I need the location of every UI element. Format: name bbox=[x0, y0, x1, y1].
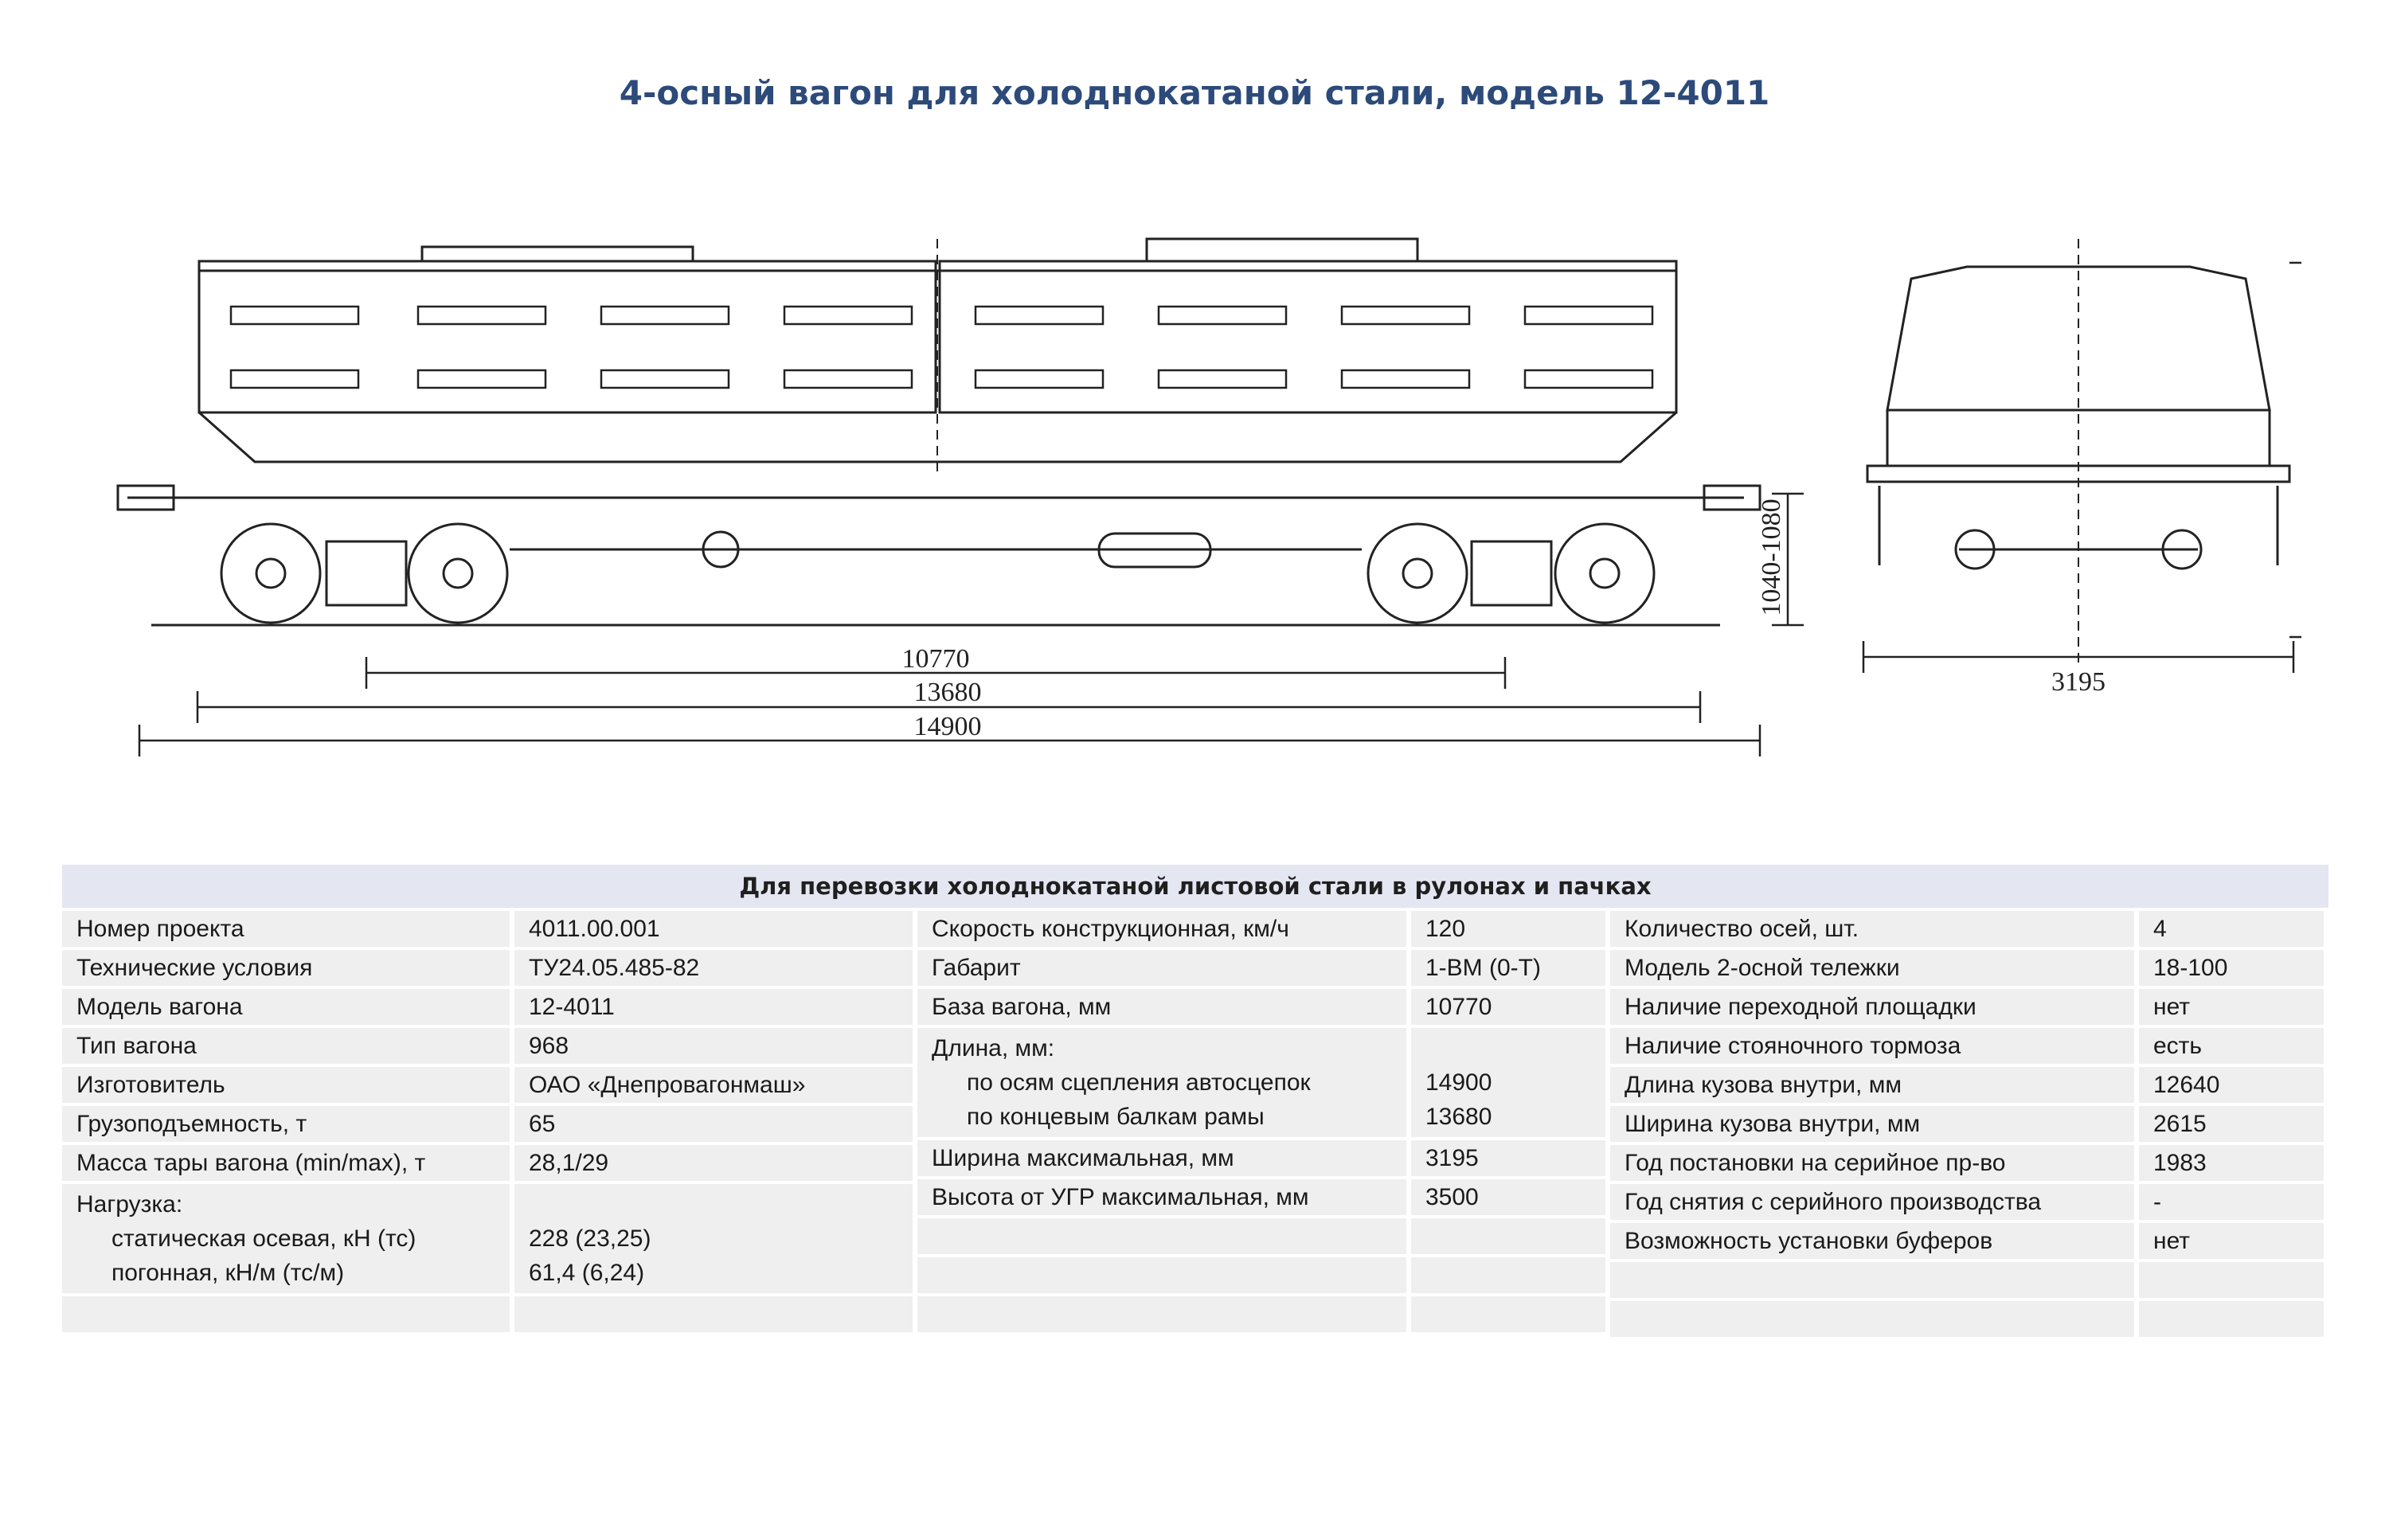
load-label: Нагрузка: bbox=[76, 1191, 183, 1218]
load-linear-value: 61,4 (6,24) bbox=[529, 1260, 645, 1286]
table-row bbox=[917, 1218, 1605, 1254]
length-coupler-value: 14900 bbox=[1425, 1069, 1492, 1096]
table-row-load: Нагрузка: статическая осевая, кН (тс) по… bbox=[62, 1184, 913, 1293]
table-row bbox=[1610, 1262, 2324, 1298]
table-header: Для перевозки холоднокатаной листовой ст… bbox=[62, 865, 2328, 908]
length-frame-label: по концевым балкам рамы bbox=[967, 1104, 1265, 1130]
load-static-label: статическая осевая, кН (тс) bbox=[111, 1225, 416, 1252]
wagon-side-view bbox=[116, 237, 1761, 627]
end-dimension-lines bbox=[1862, 261, 2321, 673]
side-dimension-lines bbox=[138, 492, 1804, 756]
table-row: Количество осей, шт.4 bbox=[1610, 911, 2324, 947]
length-coupler-label: по осям сцепления автосцепок bbox=[967, 1069, 1311, 1096]
length-frame-value: 13680 bbox=[1425, 1104, 1492, 1130]
wagon-end-view bbox=[1866, 239, 2291, 669]
table-row-length: Длина, мм: по осям сцепления автосцепок … bbox=[917, 1028, 1605, 1137]
table-row bbox=[62, 1296, 913, 1332]
dim-floor-height: 1040-1080 bbox=[1757, 498, 1786, 616]
page-title: 4-осный вагон для холоднокатаной стали, … bbox=[619, 73, 1770, 112]
table-row bbox=[917, 1296, 1605, 1332]
specifications-table: Для перевозки холоднокатаной листовой ст… bbox=[62, 865, 2328, 1337]
spec-column-3: Количество осей, шт.4 Модель 2-осной тел… bbox=[1610, 911, 2324, 1337]
table-row bbox=[1610, 1301, 2324, 1337]
dim-coupler-length: 14900 bbox=[914, 712, 982, 741]
dim-base: 10770 bbox=[902, 644, 970, 674]
length-label: Длина, мм: bbox=[932, 1035, 1055, 1061]
wagon-technical-drawing: 10770 13680 14900 1040-1080 3195 3500 bbox=[104, 223, 2344, 764]
load-static-value: 228 (23,25) bbox=[529, 1225, 651, 1252]
dim-frame-length: 13680 bbox=[914, 678, 982, 707]
table-row: Год снятия с серийного производства- bbox=[1610, 1184, 2324, 1220]
table-row bbox=[917, 1257, 1605, 1293]
load-linear-label: погонная, кН/м (тс/м) bbox=[111, 1260, 345, 1286]
dim-width: 3195 bbox=[2051, 667, 2106, 697]
